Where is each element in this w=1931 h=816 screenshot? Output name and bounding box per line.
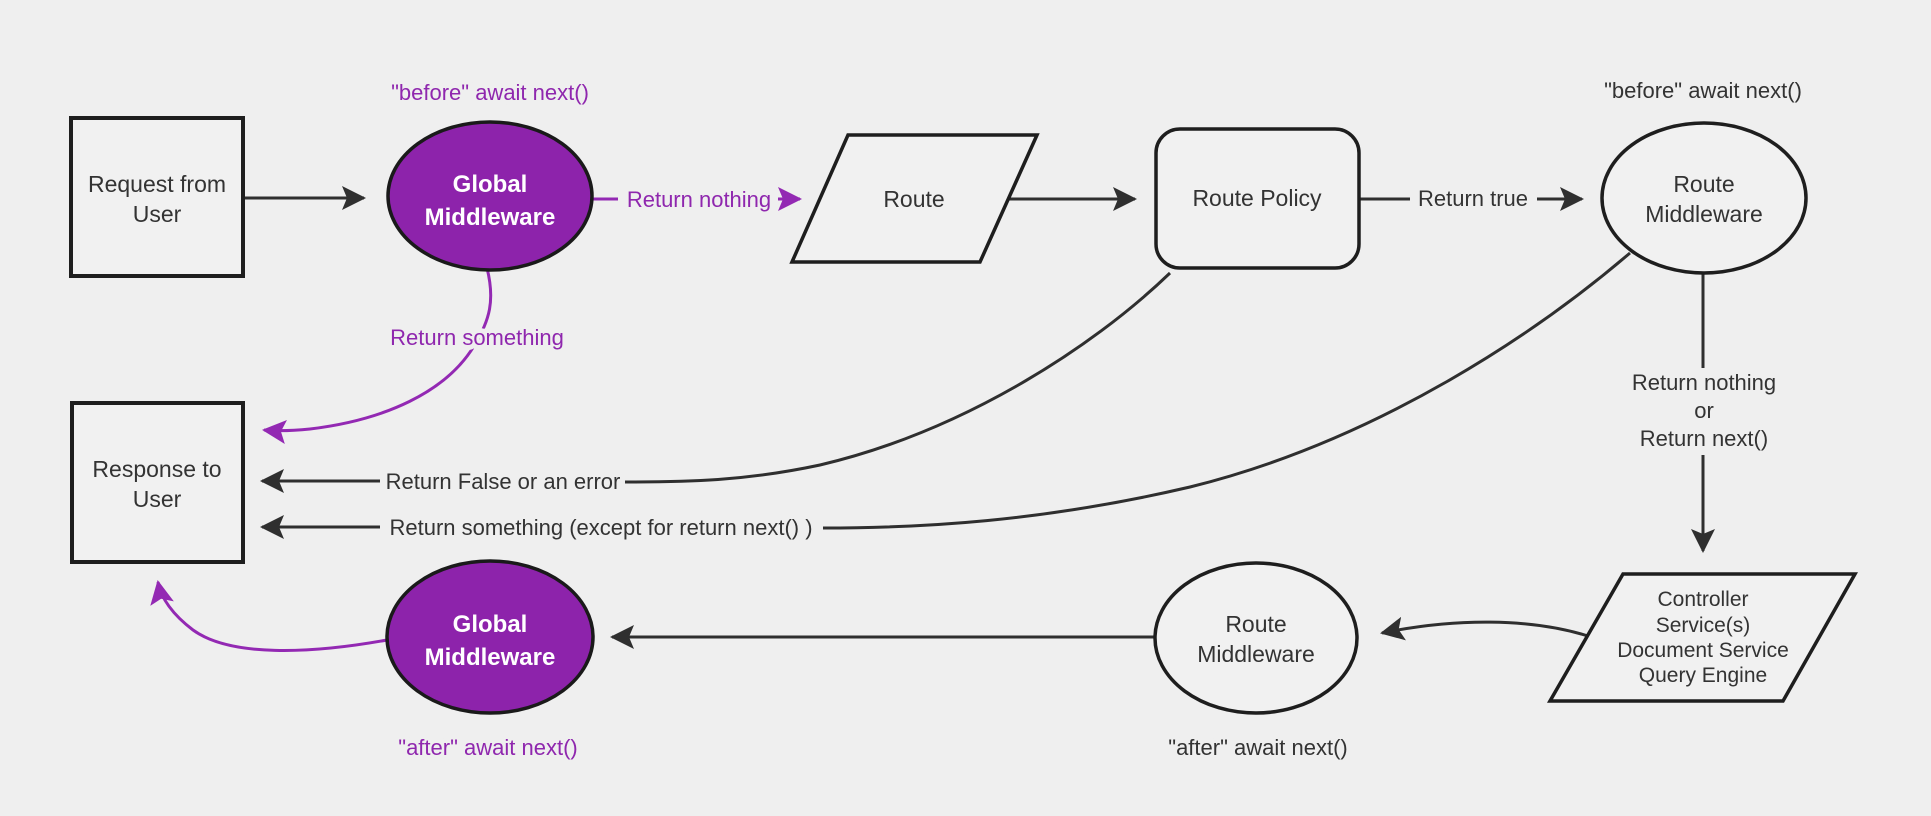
edge-return-something <box>262 267 493 444</box>
global-middleware-top-ellipse <box>386 120 594 272</box>
route-middleware-top-label-line2: Middleware <box>1645 201 1763 227</box>
global-middleware-top-label-line1: Global <box>453 171 528 198</box>
route-middleware-bottom-ellipse <box>1153 561 1359 715</box>
label-before-await-top-right: "before" await next() <box>1604 78 1802 103</box>
controller-label-line3: Document Service <box>1617 639 1789 662</box>
edge-controller-to-route-middleware <box>1380 616 1589 641</box>
route-policy-box <box>1154 127 1361 270</box>
label-return-nothing-or-next-line1: Return nothing <box>1632 370 1776 395</box>
route-parallelogram <box>789 133 1040 264</box>
edge-return-something-except-curve <box>822 251 1631 530</box>
node-route: Route <box>789 133 1040 264</box>
label-return-nothing-or-next-line2: or <box>1694 398 1714 423</box>
response-to-user-label-line1: Response to <box>92 456 221 482</box>
label-after-await-bottom-right: "after" await next() <box>1168 735 1347 760</box>
global-middleware-bottom-label-line1: Global <box>453 611 528 638</box>
edge-return-false-curve <box>624 271 1172 484</box>
label-before-await-top-left: "before" await next() <box>391 80 589 105</box>
global-middleware-bottom-label-line2: Middleware <box>425 644 556 671</box>
label-return-false-or-error: Return False or an error <box>386 469 621 494</box>
label-return-something: Return something <box>390 325 564 350</box>
label-return-something-except: Return something (except for return next… <box>389 515 812 540</box>
route-policy-label: Route Policy <box>1192 185 1322 211</box>
edge-global-bottom-to-response <box>150 580 388 652</box>
node-controller-services: Controller Service(s) Document Service Q… <box>1546 572 1859 703</box>
global-middleware-bottom-ellipse <box>385 559 595 715</box>
node-route-middleware-bottom: Route Middleware <box>1153 561 1359 715</box>
response-to-user-box <box>70 401 245 564</box>
route-middleware-top-ellipse <box>1600 121 1808 275</box>
node-route-policy: Route Policy <box>1154 127 1361 270</box>
node-request-from-user: Request from User <box>69 116 245 278</box>
global-middleware-top-label-line2: Middleware <box>425 204 556 231</box>
controller-parallelogram <box>1546 572 1859 703</box>
route-middleware-top-label-line1: Route <box>1673 171 1734 197</box>
route-middleware-bottom-label-line2: Middleware <box>1197 641 1315 667</box>
controller-label-line4: Query Engine <box>1639 664 1767 687</box>
label-return-nothing-or-next-line3: Return next() <box>1640 426 1768 451</box>
controller-label-line1: Controller <box>1657 588 1748 611</box>
request-from-user-label-line2: User <box>133 201 182 227</box>
node-response-to-user: Response to User <box>70 401 245 564</box>
label-return-nothing: Return nothing <box>627 187 771 212</box>
request-from-user-box <box>69 116 245 278</box>
node-global-middleware-top: Global Middleware <box>386 120 594 272</box>
response-to-user-label-line2: User <box>133 486 182 512</box>
label-return-true: Return true <box>1418 186 1528 211</box>
route-label: Route <box>883 186 944 212</box>
node-global-middleware-bottom: Global Middleware <box>385 559 595 715</box>
request-from-user-label-line1: Request from <box>88 171 226 197</box>
label-return-nothing-or-next: Return nothing or Return next() <box>1627 365 1781 456</box>
controller-label-line2: Service(s) <box>1656 614 1751 637</box>
label-after-await-bottom-left: "after" await next() <box>398 735 577 760</box>
route-middleware-bottom-label-line1: Route <box>1225 611 1286 637</box>
node-route-middleware-top: Route Middleware <box>1600 121 1808 275</box>
